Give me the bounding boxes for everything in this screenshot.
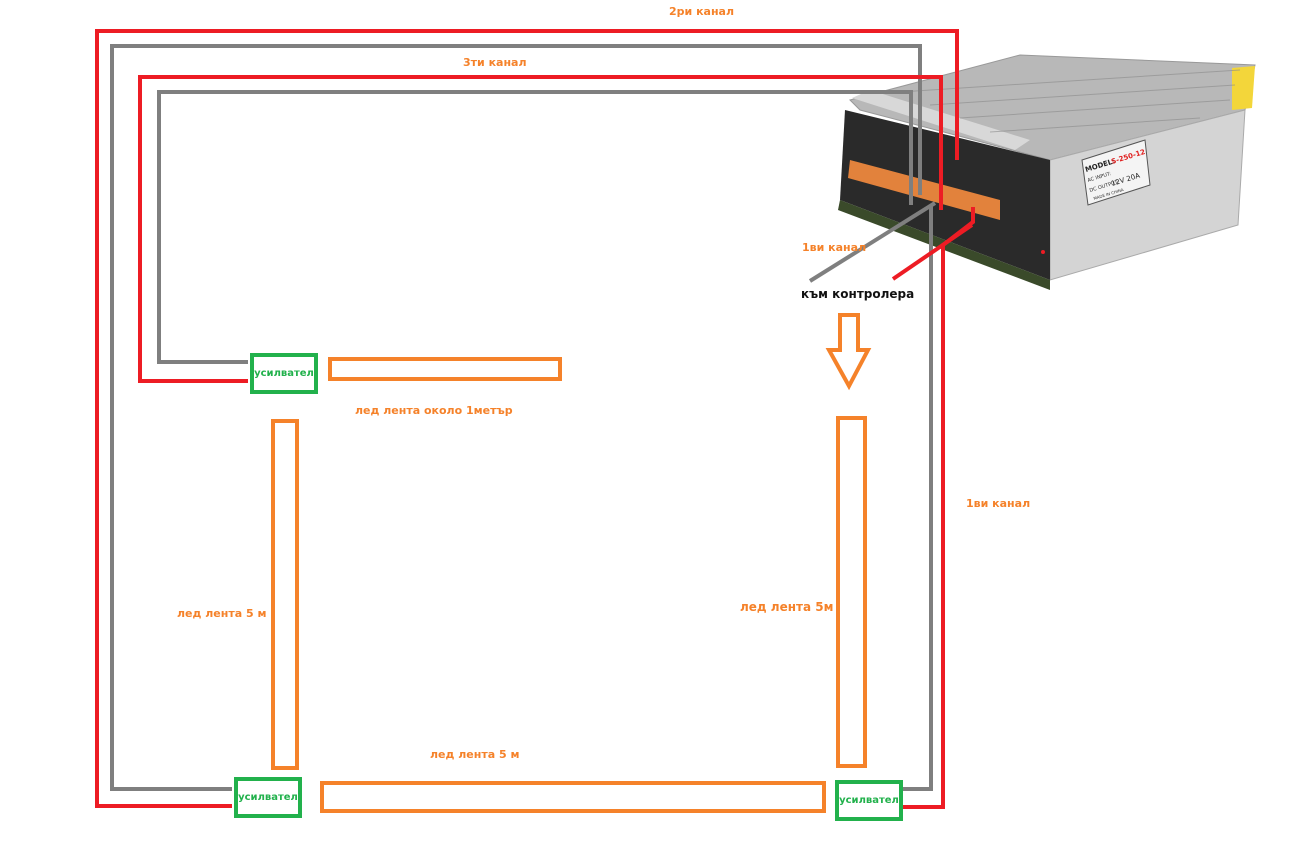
label-strip-top-short: лед лента около 1метър bbox=[355, 404, 513, 417]
wire-ch3-negative bbox=[157, 90, 913, 364]
down-arrow-icon bbox=[825, 313, 872, 391]
led-strip-top-short bbox=[328, 357, 562, 381]
amplifier-label: усилвател bbox=[254, 368, 314, 379]
amplifier-bottom-left: усилвател bbox=[234, 777, 302, 818]
wire-controller-positive bbox=[891, 223, 974, 281]
label-strip-left: лед лента 5 м bbox=[177, 607, 267, 620]
wire-ch2-positive bbox=[95, 29, 959, 808]
wire-ch3-positive bbox=[138, 75, 943, 383]
label-strip-right: лед лента 5м bbox=[740, 600, 834, 614]
label-channel-3: 3ти канал bbox=[463, 56, 527, 69]
label-strip-bottom: лед лента 5 м bbox=[430, 748, 520, 761]
wire-ch1-negative bbox=[903, 206, 933, 791]
led-strip-right bbox=[836, 416, 867, 768]
amplifier-label: усилвател bbox=[238, 792, 298, 803]
led-strip-left bbox=[271, 419, 299, 770]
label-channel-2: 2ри канал bbox=[669, 5, 735, 18]
amplifier-label: усилвател bbox=[839, 795, 899, 806]
amplifier-top-left: усилвател bbox=[250, 353, 318, 394]
label-channel-1-right: 1ви канал bbox=[966, 497, 1031, 510]
psu-mesh bbox=[899, 69, 1241, 133]
label-to-controller: към контролера bbox=[801, 287, 915, 301]
amplifier-bottom-right: усилвател bbox=[835, 780, 903, 821]
wire-controller-negative bbox=[808, 201, 937, 283]
marker-dot bbox=[1041, 250, 1045, 254]
wires bbox=[95, 29, 1045, 809]
led-strip-bottom bbox=[320, 781, 826, 813]
wire-ch2-negative bbox=[110, 44, 922, 791]
power-supply-image: MODEL: S-250-12 AC INPUT: DC OUTPUT: 12V… bbox=[838, 54, 1256, 290]
label-channel-1-psu: 1ви канал bbox=[802, 241, 867, 254]
